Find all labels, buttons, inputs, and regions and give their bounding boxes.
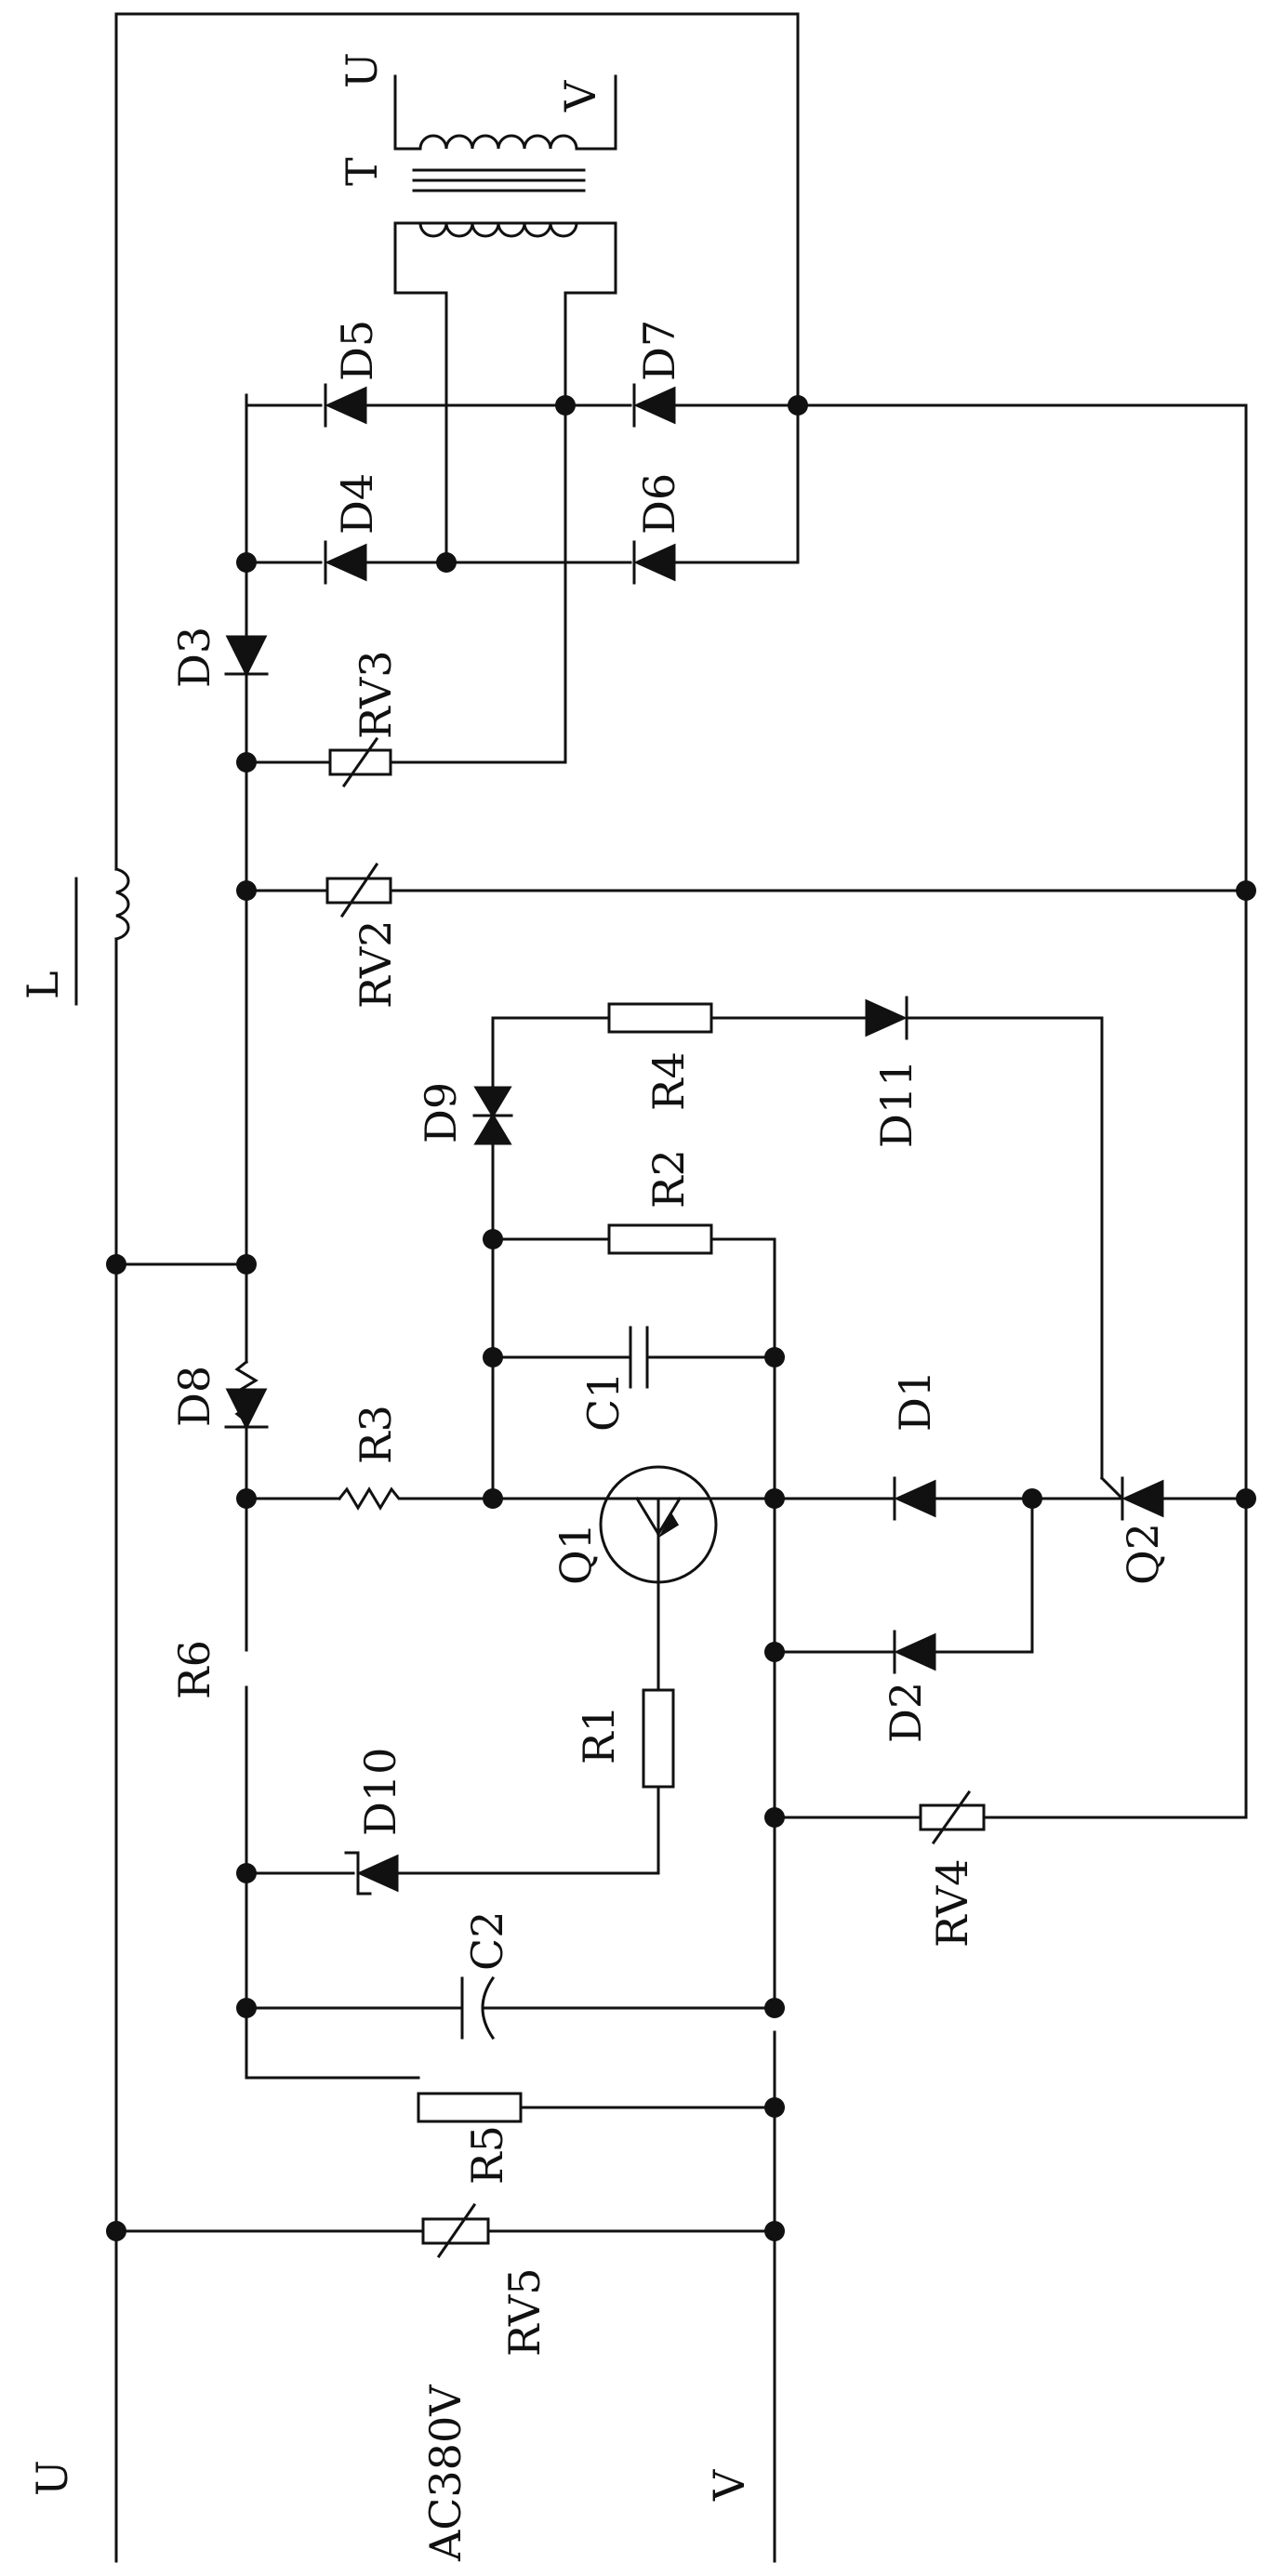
resistor-R3 [337,1486,406,1511]
label-R5: R5 [462,2125,512,2185]
label-D3: D3 [169,627,219,688]
junction-dot [236,1863,257,1883]
diode-D11 [865,996,908,1040]
resistor-R2 [607,1223,713,1255]
label-D9: D9 [416,1082,466,1143]
junction-dot [1236,1488,1256,1509]
wiring [114,12,1248,2563]
varistor-RV3 [328,736,392,788]
label-D7: D7 [634,320,684,381]
capacitor-C1 [629,1326,649,1389]
label-D6: D6 [634,473,684,535]
varistor-RV5 [421,2202,490,2259]
resistor-R1 [642,1688,675,1789]
label-D4: D4 [332,473,382,535]
junction-dot [764,1998,785,2018]
label-U-top: U [337,52,387,88]
junction-dots [106,395,1256,2241]
junction-dot [236,1998,257,2018]
label-V-top: V [555,80,605,112]
junction-dot [236,1488,257,1509]
transformer-T [393,74,617,238]
varistor-RV4 [919,1790,986,1845]
label-C1: C1 [578,1372,629,1432]
resistor-R5 [417,2092,523,2123]
label-D1: D1 [890,1370,940,1432]
diode-D6 [632,540,676,585]
junction-dot [1236,880,1256,901]
inductor-L [74,867,130,1006]
junction-dot [788,395,808,416]
label-AC380V: AC380V [420,2384,471,2562]
junction-dot [106,1254,126,1275]
junction-dot [764,2097,785,2118]
diode-D5 [324,383,367,428]
label-Q2: Q2 [1118,1523,1168,1585]
label-R1: R1 [574,1705,624,1764]
label-D2: D2 [881,1682,931,1743]
junction-dot [236,1254,257,1275]
label-Q1: Q1 [550,1523,601,1585]
label-RV3: RV3 [351,651,401,739]
label-D10: D10 [355,1748,405,1836]
label-C2: C2 [462,1911,512,1971]
label-R6: R6 [169,1640,219,1699]
label-RV4: RV4 [927,1859,977,1948]
label-U-bottom: U [27,2460,77,2496]
junction-dot [764,1807,785,1828]
junction-dot [436,552,457,573]
thyristor-Q2 [1099,1475,1164,1521]
component-labels: U T V D5 D7 D4 D6 D3 RV3 L RV2 D9 R4 D11… [18,52,1168,2562]
tvs-D9 [472,1086,513,1145]
resistor-R6 [234,1359,259,1429]
label-RV5: RV5 [499,2268,550,2357]
junction-dot [764,1642,785,1662]
junction-dot [555,395,576,416]
junction-dot [764,2221,785,2241]
label-R3: R3 [351,1405,401,1464]
junction-dot [483,1229,503,1249]
diode-D4 [324,540,367,585]
junction-dot [1022,1488,1042,1509]
resistor-R4 [607,1002,713,1034]
label-D11: D11 [871,1060,922,1148]
junction-dot [236,880,257,901]
diode-D2 [893,1630,936,1674]
label-RV2: RV2 [351,920,401,1009]
diode-D7 [632,383,676,428]
label-D5: D5 [332,320,382,381]
label-L: L [18,971,68,999]
label-D8: D8 [169,1366,219,1427]
transistor-Q1 [491,1465,776,1592]
label-T: T [337,157,387,186]
junction-dot [764,1347,785,1367]
diode-D1 [893,1476,936,1521]
junction-dot [236,552,257,573]
diode-D3 [224,635,269,678]
label-R4: R4 [643,1051,694,1111]
junction-dot [236,752,257,773]
varistor-RV2 [325,862,392,918]
junction-dot [106,2221,126,2241]
zener-diode-D10 [344,1851,399,1896]
label-V-bottom: V [704,2469,754,2502]
junction-dot [483,1347,503,1367]
capacitor-C2 [460,1975,496,2041]
label-R2: R2 [643,1149,694,1209]
